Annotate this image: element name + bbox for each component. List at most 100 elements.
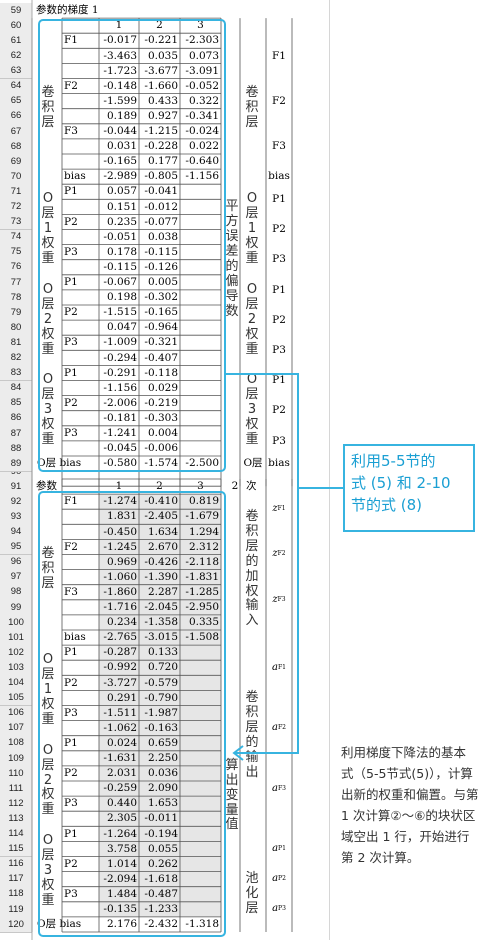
- vertical-char: O: [42, 281, 54, 297]
- note-line: 第 2 次计算。: [341, 850, 420, 865]
- value-cell: 0.038: [147, 230, 178, 243]
- vertical-char: 的: [225, 258, 239, 274]
- note-line: 式（5-5节式(5)），计算: [341, 766, 473, 781]
- vertical-char: 层: [245, 206, 259, 222]
- value-cell: -1.274: [103, 495, 137, 508]
- value-cell: -0.805: [144, 170, 178, 183]
- vertical-char: 3: [43, 863, 53, 879]
- row-label: P2: [64, 857, 78, 870]
- value-cell: -0.321: [144, 336, 178, 349]
- value-cell: -1.831: [185, 570, 219, 583]
- callout-line: 式 (5) 和 2-10: [351, 474, 451, 492]
- vertical-char: 导: [225, 288, 239, 304]
- symbol-superscript: P1: [278, 844, 286, 852]
- vertical-char: 1: [247, 221, 257, 237]
- col-header: 1: [115, 19, 123, 32]
- value-cell: -0.041: [144, 185, 178, 198]
- vertical-char: 层: [41, 848, 55, 864]
- value-cell: 0.073: [188, 49, 219, 62]
- note-line: 利用梯度下降法的基本: [341, 745, 467, 760]
- right-row-label: P1: [272, 374, 286, 387]
- vertical-char: 偏: [225, 273, 239, 289]
- value-cell: -0.341: [185, 109, 219, 122]
- value-cell: 0.433: [147, 94, 178, 107]
- value-cell: -1.390: [144, 570, 178, 583]
- value-cell: -0.303: [144, 411, 178, 424]
- row-label: P1: [64, 736, 78, 749]
- symbol-superscript: P2: [278, 875, 286, 883]
- vertical-char: O: [42, 372, 54, 388]
- value-cell: -0.407: [144, 351, 178, 364]
- value-cell: -0.287: [103, 646, 137, 659]
- value-cell: -1.515: [103, 306, 137, 319]
- vertical-char: O: [42, 191, 54, 207]
- value-cell: -0.219: [144, 396, 178, 409]
- row-label: P3: [64, 336, 78, 349]
- symbol: z: [272, 503, 278, 515]
- value-cell: 0.133: [147, 646, 178, 659]
- vertical-char: O: [246, 372, 258, 388]
- value-cell: 0.031: [106, 140, 137, 153]
- value-cell: 1.831: [106, 510, 137, 523]
- row-number: 89: [0, 456, 32, 473]
- vertical-char: O: [246, 191, 258, 207]
- vertical-char: 权: [41, 326, 55, 342]
- vertical-char: 卷: [245, 508, 259, 524]
- value-cell: -2.094: [103, 872, 137, 885]
- vertical-char: 层: [41, 115, 55, 131]
- value-cell: -2.432: [144, 918, 178, 931]
- right-row-label: F1: [272, 49, 286, 62]
- vertical-char: 加: [245, 568, 259, 584]
- value-cell: 0.177: [147, 155, 178, 168]
- vertical-char: 数: [225, 303, 239, 319]
- vertical-char: 权: [41, 696, 55, 712]
- sheet-title: 参数的梯度 1: [36, 4, 99, 17]
- value-cell: -3.727: [103, 676, 137, 689]
- value-cell: 1.294: [188, 525, 219, 538]
- symbol: a: [272, 661, 278, 673]
- value-cell: -1.285: [185, 585, 219, 598]
- value-cell: 0.055: [147, 842, 178, 855]
- value-cell: -0.165: [144, 306, 178, 319]
- value-cell: -0.067: [103, 276, 137, 289]
- row-label: P1: [64, 366, 78, 379]
- value-cell: -0.051: [103, 230, 137, 243]
- value-cell: -1.318: [185, 918, 219, 931]
- right-row-label: P1: [272, 193, 286, 206]
- value-cell: -1.508: [185, 631, 219, 644]
- value-cell: -0.580: [103, 457, 137, 470]
- vertical-char: 层: [41, 576, 55, 592]
- value-cell: -0.045: [103, 442, 137, 455]
- bottom-middle-label: 算出变量值: [224, 736, 240, 857]
- row-label: P1: [64, 827, 78, 840]
- row-label: P2: [64, 306, 78, 319]
- value-cell: -0.294: [103, 351, 137, 364]
- right-row-label: P3: [272, 344, 286, 357]
- right-row-label: P3: [272, 434, 286, 447]
- connector-line: [224, 373, 299, 754]
- value-cell: -1.358: [144, 616, 178, 629]
- vertical-char: 出: [245, 764, 259, 780]
- row-label: P2: [64, 676, 78, 689]
- conv-input-label: 卷积层的加权输入: [240, 494, 264, 645]
- symbol-superscript: P3: [278, 905, 286, 913]
- row-label: bias: [64, 170, 86, 183]
- symbol-superscript: F2: [277, 550, 286, 558]
- row-number: 120: [0, 916, 32, 933]
- vertical-char: 权: [41, 878, 55, 894]
- value-cell: -0.487: [144, 887, 178, 900]
- vertical-char: 的: [245, 553, 259, 569]
- vertical-char: 方: [225, 213, 239, 229]
- value-cell: -1.987: [144, 706, 178, 719]
- value-cell: -0.302: [144, 291, 178, 304]
- value-cell: -2.765: [103, 631, 137, 644]
- right-row-label: P1: [272, 283, 286, 296]
- vertical-char: 层: [41, 757, 55, 773]
- value-cell: -2.405: [144, 510, 178, 523]
- right-row-label: P2: [272, 223, 286, 236]
